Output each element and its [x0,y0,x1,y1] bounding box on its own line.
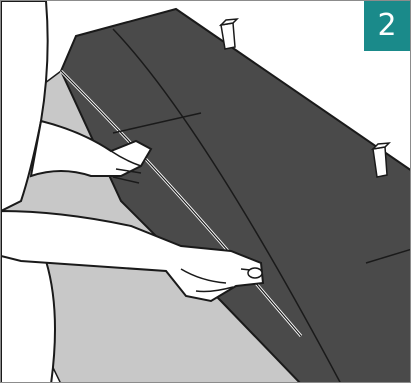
step-number-badge: 2 [364,1,410,51]
thumb-nail [248,268,262,278]
